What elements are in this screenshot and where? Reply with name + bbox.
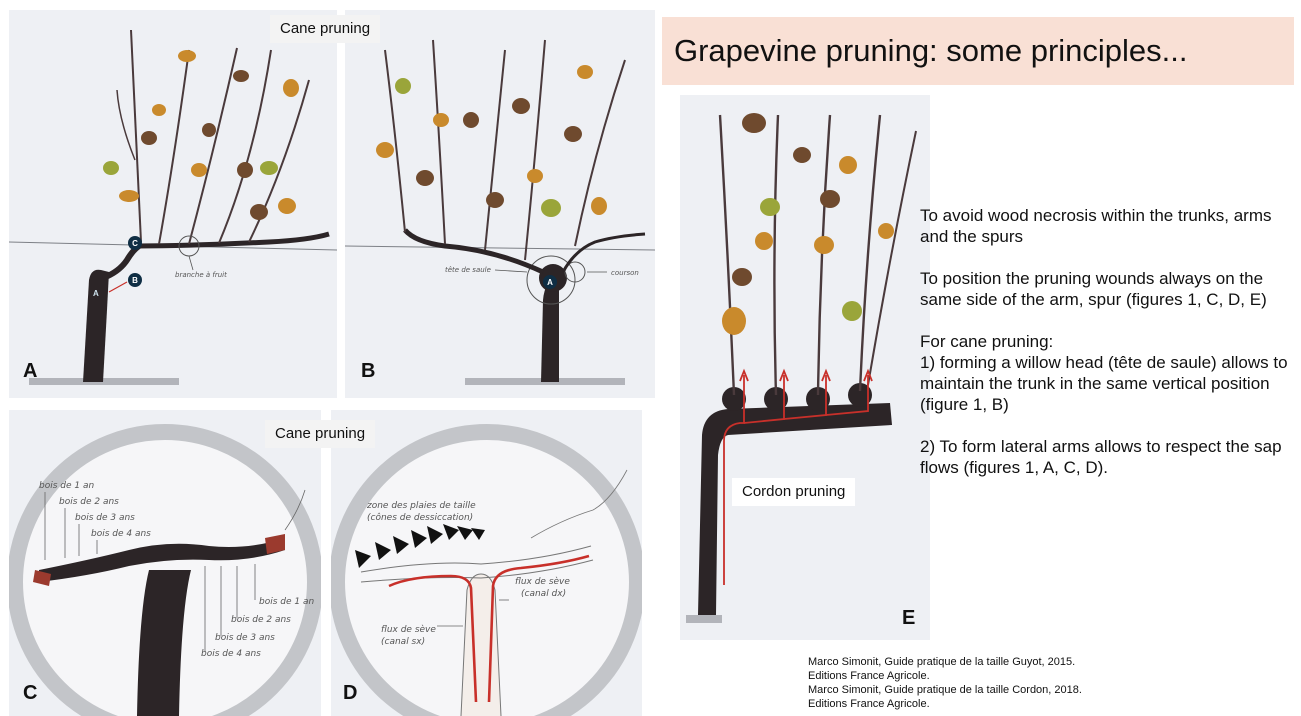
panel-letter-b: B <box>361 360 375 383</box>
reference-line-1: Marco Simonit, Guide pratique de la tail… <box>808 655 1082 669</box>
spur-age-diagram: bois de 1 an bois de 2 ans bois de 3 ans… <box>9 410 321 716</box>
label-branche-a-fruit: branche à fruit <box>175 271 227 279</box>
paragraph-cane-pruning-heading: For cane pruning: <box>920 331 1295 352</box>
label-left-1: bois de 1 an <box>39 481 94 491</box>
label-flux-right-2: (canal dx) <box>521 589 566 599</box>
marker-c: C <box>132 239 138 248</box>
label-flux-left-2: (canal sx) <box>381 637 425 647</box>
label-zone-line2: (cônes de dessiccation) <box>367 512 473 523</box>
caption-cane-pruning-top: Cane pruning <box>270 15 380 43</box>
cordon-vine-illustration <box>680 95 930 640</box>
figure-panel-b: tête de saule courson A B <box>345 10 655 398</box>
slide-body: To avoid wood necrosis within the trunks… <box>920 205 1295 478</box>
figure-panel-a: branche à fruit C B A A <box>9 10 337 398</box>
paragraph-wounds: To position the pruning wounds always on… <box>920 268 1295 310</box>
reference-line-4: Editions France Agricole. <box>808 697 1082 711</box>
panel-letter-a: A <box>23 360 37 383</box>
paragraph-willow-head: 1) forming a willow head (tête de saule)… <box>920 352 1295 415</box>
paragraph-lateral-arms: 2) To form lateral arms allows to respec… <box>920 436 1295 478</box>
panel-letter-d: D <box>343 682 357 705</box>
reference-line-3: Marco Simonit, Guide pratique de la tail… <box>808 683 1082 697</box>
label-right-2: bois de 2 ans <box>231 615 291 625</box>
caption-cane-pruning-bottom: Cane pruning <box>265 420 375 448</box>
vine-illustration-a: branche à fruit C B A <box>9 10 337 398</box>
figure-panel-e: Cordon pruning E <box>680 95 930 640</box>
references: Marco Simonit, Guide pratique de la tail… <box>808 655 1082 711</box>
label-right-3: bois de 3 ans <box>215 633 275 643</box>
sap-flow-diagram: zone des plaies de taille (cônes de dess… <box>331 410 642 716</box>
label-flux-right-1: flux de sève <box>515 576 570 587</box>
figure-panel-d: zone des plaies de taille (cônes de dess… <box>331 410 642 716</box>
figure-panel-c: bois de 1 an bois de 2 ans bois de 3 ans… <box>9 410 321 716</box>
label-flux-left-1: flux de sève <box>381 624 436 635</box>
panel-letter-e: E <box>902 607 915 630</box>
label-left-2: bois de 2 ans <box>59 497 119 507</box>
label-zone-line1: zone des plaies de taille <box>366 501 476 511</box>
label-courson: courson <box>611 269 639 277</box>
marker-a-on-trunk: A <box>93 289 99 298</box>
vine-illustration-b: tête de saule courson A <box>345 10 655 398</box>
label-left-4: bois de 4 ans <box>91 529 151 539</box>
label-tete-de-saule: tête de saule <box>445 266 491 274</box>
slide-title-bar: Grapevine pruning: some principles... <box>662 17 1294 85</box>
caption-cordon-pruning: Cordon pruning <box>732 478 855 506</box>
marker-b: B <box>132 276 138 285</box>
marker-a-b: A <box>547 278 553 287</box>
label-left-3: bois de 3 ans <box>75 513 135 523</box>
label-right-1: bois de 1 an <box>259 597 314 607</box>
label-right-4: bois de 4 ans <box>201 649 261 659</box>
reference-line-2: Editions France Agricole. <box>808 669 1082 683</box>
panel-letter-c: C <box>23 682 37 705</box>
paragraph-necrosis: To avoid wood necrosis within the trunks… <box>920 205 1295 247</box>
slide-title: Grapevine pruning: some principles... <box>674 33 1187 69</box>
